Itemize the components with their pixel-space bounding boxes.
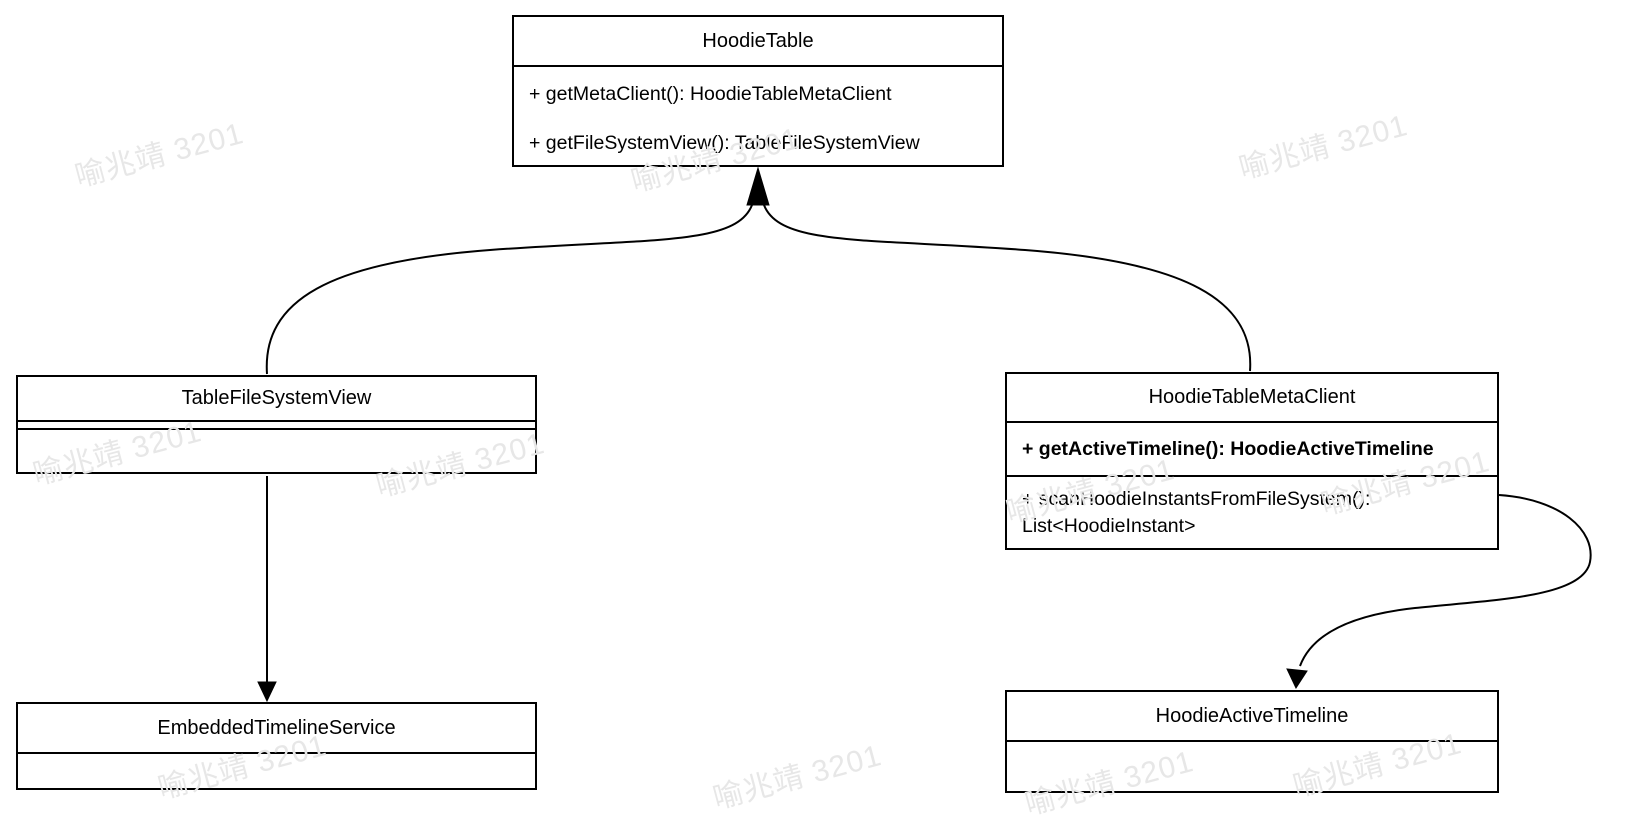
class-title-embeddedtimelineservice: EmbeddedTimelineService	[18, 704, 535, 754]
method-getmetaclient: + getMetaClient(): HoodieTableMetaClient	[529, 82, 892, 105]
arrow-tablefilesystemview-to-hoodietable	[265, 204, 753, 375]
class-title-hoodieactivetimeline: HoodieActiveTimeline	[1007, 692, 1497, 742]
class-box-tablefilesystemview: TableFileSystemView	[16, 375, 537, 474]
arrow-hoodietablemetaclient-to-hoodieactivetimeline	[1299, 494, 1592, 667]
class-box-hoodietable: HoodieTable + getMetaClient(): HoodieTab…	[512, 15, 1004, 167]
arrowhead-to-hoodieactivetimeline	[1286, 668, 1308, 690]
method-getactivetimeline: + getActiveTimeline(): HoodieActiveTimel…	[1007, 423, 1497, 477]
class-title-hoodietable: HoodieTable	[514, 17, 1002, 67]
arrow-hoodietablemetaclient-to-hoodietable	[763, 204, 1252, 372]
method-getfilesystemview: + getFileSystemView(): TableFileSystemVi…	[529, 131, 920, 154]
arrowhead-to-embeddedtimelineservice	[257, 681, 277, 703]
class-box-hoodietablemetaclient: HoodieTableMetaClient + getActiveTimelin…	[1005, 372, 1499, 550]
class-methods-hoodietable: + getMetaClient(): HoodieTableMetaClient…	[514, 69, 1002, 167]
arrowhead-to-hoodietable	[746, 166, 770, 206]
class-box-hoodieactivetimeline: HoodieActiveTimeline	[1005, 690, 1499, 793]
class-title-hoodietablemetaclient: HoodieTableMetaClient	[1007, 374, 1497, 423]
empty-fields-compartment	[18, 422, 535, 430]
class-title-tablefilesystemview: TableFileSystemView	[18, 377, 535, 422]
method-scanhoodieinstants: + scanHoodieInstantsFromFileSystem(): Li…	[1022, 488, 1371, 537]
class-box-embeddedtimelineservice: EmbeddedTimelineService	[16, 702, 537, 790]
